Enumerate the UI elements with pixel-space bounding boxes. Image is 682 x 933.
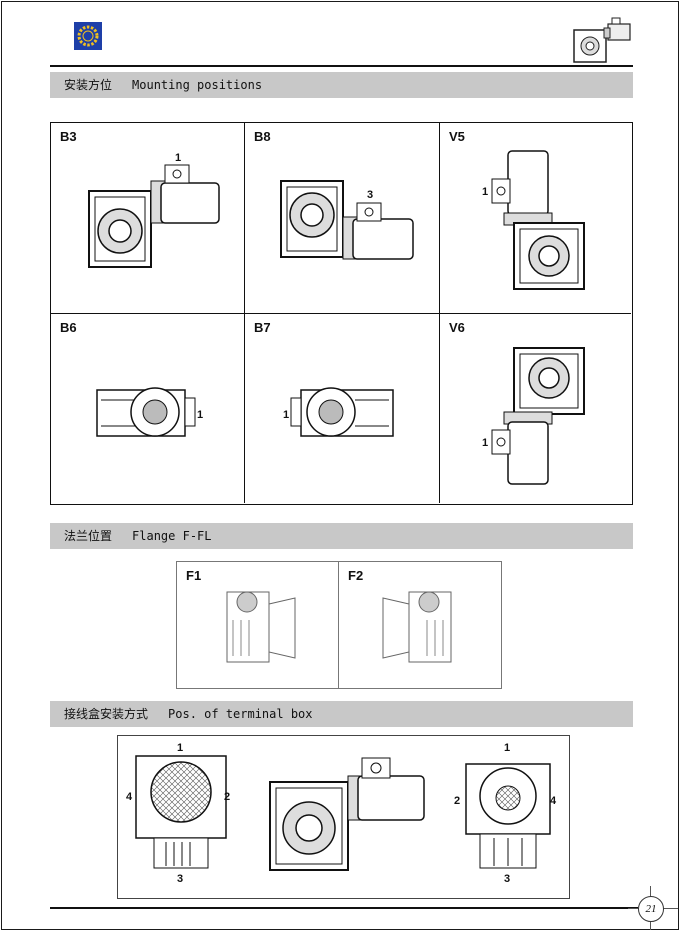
position-marker: 1 — [197, 409, 203, 421]
mounting-cell-b8: B8 3 — [245, 123, 440, 314]
position-marker: 4 — [550, 795, 557, 807]
mounting-grid: B3 1 B8 3 V5 — [50, 122, 633, 505]
mounting-label: B7 — [254, 320, 271, 335]
gearbox-drawing-b8: 3 — [280, 180, 414, 260]
footer-rule — [50, 907, 638, 909]
section-title-zh: 接线盒安装方式 — [64, 707, 149, 721]
gearbox-thumbnail-icon — [573, 17, 631, 63]
mounting-cell-v5: V5 1 — [440, 123, 631, 314]
position-marker: 1 — [504, 742, 510, 754]
gearbox-drawing-v5: 1 — [482, 150, 585, 290]
section-title-zh: 法兰位置 — [64, 529, 113, 543]
position-marker: 1 — [482, 437, 488, 449]
section-bar-terminal: 接线盒安装方式 Pos. of terminal box — [50, 701, 633, 727]
section-title-zh: 安装方位 — [64, 78, 113, 92]
gearbox-drawing-b3: 1 — [88, 152, 220, 268]
section-bar-flange: 法兰位置 Flange F-FL — [50, 523, 633, 549]
mounting-label: V6 — [449, 320, 465, 335]
flange-label: F2 — [348, 568, 364, 583]
section-title-en: Pos. of terminal box — [168, 707, 313, 721]
flange-drawing-f2 — [382, 591, 452, 663]
flange-panel: F1 F2 — [176, 561, 502, 689]
company-logo — [74, 22, 102, 50]
position-marker: 3 — [504, 873, 510, 885]
mounting-label: B6 — [60, 320, 77, 335]
mounting-label: B3 — [60, 129, 77, 144]
terminal-box-panel: 1 2 3 4 1 2 3 4 — [117, 735, 570, 899]
mounting-cell-b7: B7 1 — [245, 314, 440, 503]
gearbox-drawing-v6: 1 — [482, 347, 585, 485]
mounting-cell-b6: B6 1 — [51, 314, 245, 503]
flange-cell-f2: F2 — [339, 562, 501, 688]
mounting-label: B8 — [254, 129, 271, 144]
page-number: 21 — [638, 896, 664, 922]
position-marker: 1 — [482, 186, 488, 198]
position-marker: 2 — [224, 791, 230, 803]
position-marker: 3 — [367, 189, 373, 201]
gearbox-drawing-b6: 1 — [96, 387, 203, 437]
mounting-cell-b3: B3 1 — [51, 123, 245, 314]
position-marker: 1 — [175, 152, 181, 164]
mounting-label: V5 — [449, 129, 465, 144]
mounting-cell-v6: V6 1 — [440, 314, 631, 503]
header-rule — [50, 65, 633, 67]
flange-drawing-f1 — [226, 591, 296, 663]
position-marker: 1 — [283, 409, 289, 421]
position-marker: 1 — [177, 742, 183, 754]
flange-label: F1 — [186, 568, 202, 583]
section-title-en: Flange F-FL — [132, 529, 212, 543]
position-marker: 4 — [126, 791, 133, 803]
gearbox-drawing-b7: 1 — [283, 387, 394, 437]
flange-cell-f1: F1 — [177, 562, 339, 688]
position-marker: 2 — [454, 795, 460, 807]
section-title-en: Mounting positions — [132, 78, 263, 92]
section-bar-mounting: 安装方位 Mounting positions — [50, 72, 633, 98]
terminal-box-drawings: 1 2 3 4 1 2 3 4 — [126, 742, 557, 885]
position-marker: 3 — [177, 873, 183, 885]
